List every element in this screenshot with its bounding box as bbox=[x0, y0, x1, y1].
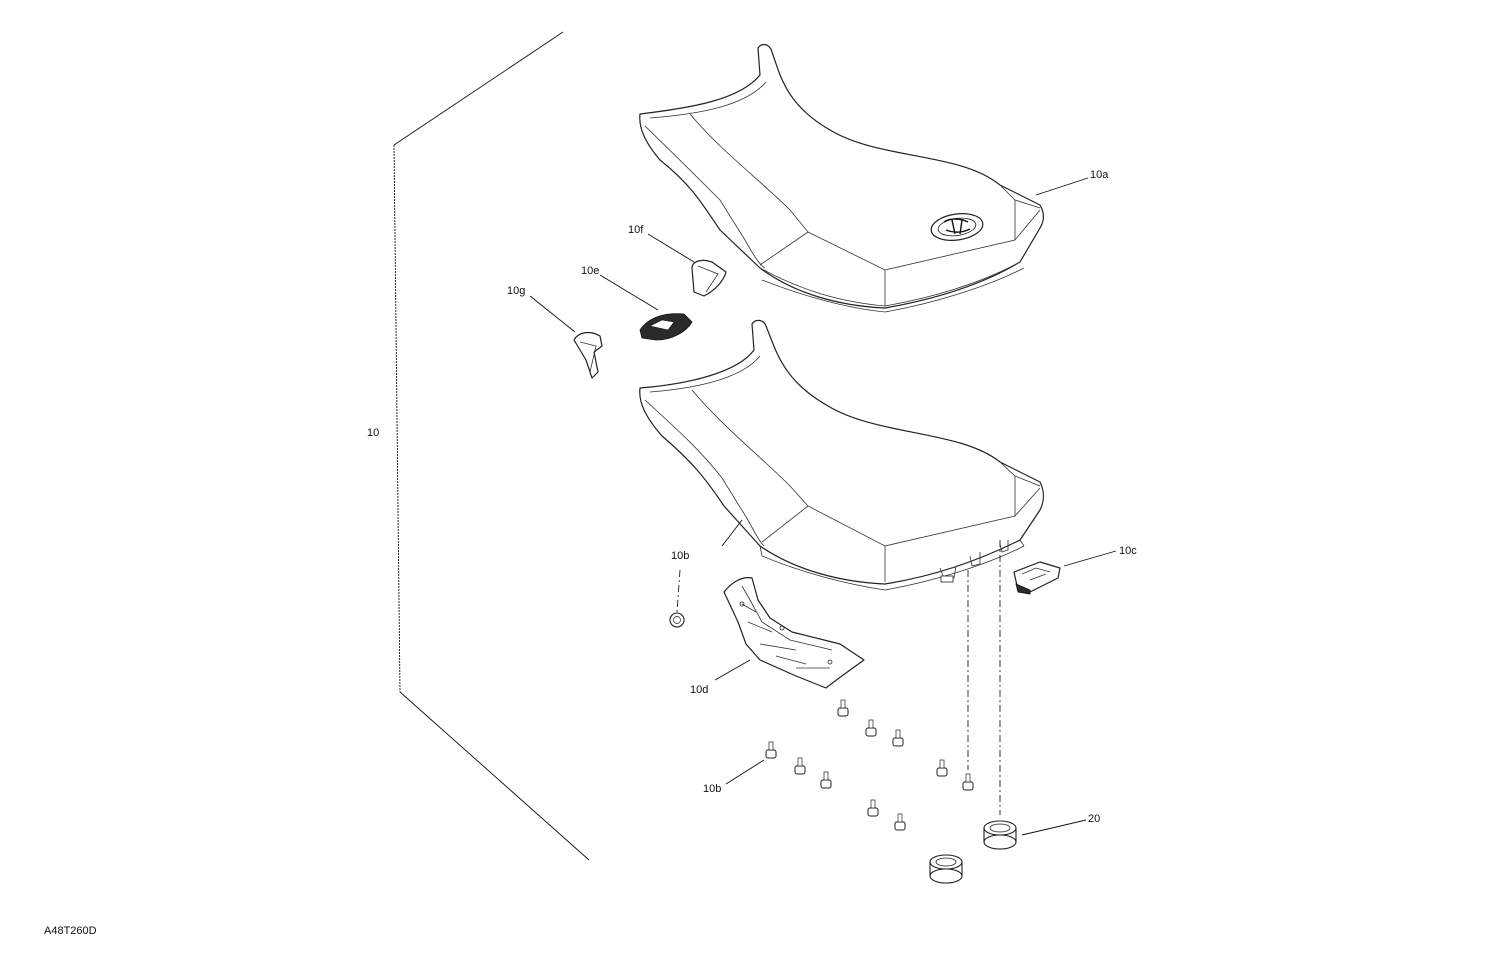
brand-logo bbox=[930, 213, 984, 241]
callout-10b-upper: 10b bbox=[671, 550, 689, 562]
callout-20: 20 bbox=[1088, 813, 1100, 825]
rivet-upper bbox=[669, 569, 685, 628]
latch bbox=[1013, 561, 1061, 595]
callout-10b-lower: 10b bbox=[703, 783, 721, 795]
callout-10e: 10e bbox=[581, 265, 599, 277]
drawing-code: A48T260D bbox=[44, 925, 97, 937]
guide-lines bbox=[967, 540, 1001, 815]
fasteners bbox=[765, 699, 974, 831]
callout-10f: 10f bbox=[628, 224, 644, 236]
bumper-right bbox=[983, 820, 1017, 850]
pin bbox=[820, 771, 832, 789]
pin bbox=[865, 719, 877, 737]
bumper-left bbox=[929, 854, 963, 884]
pin bbox=[892, 729, 904, 747]
assembly-bracket bbox=[393, 31, 590, 861]
pin bbox=[765, 741, 777, 759]
callout-10a: 10a bbox=[1090, 169, 1109, 181]
callout-10c: 10c bbox=[1119, 545, 1137, 557]
pin bbox=[962, 773, 974, 791]
pin bbox=[936, 759, 948, 777]
callout-10d: 10d bbox=[690, 684, 708, 696]
clip-10e bbox=[639, 313, 693, 341]
clip-10f bbox=[691, 259, 727, 297]
pin bbox=[794, 757, 806, 775]
seat-assembly bbox=[639, 319, 1044, 591]
leader-lines bbox=[529, 177, 1117, 836]
clip-10g bbox=[573, 331, 603, 379]
seat-base-pad bbox=[723, 577, 865, 689]
pin bbox=[837, 699, 849, 717]
pin bbox=[867, 799, 879, 817]
pin bbox=[894, 813, 906, 831]
callout-10g: 10g bbox=[507, 285, 525, 297]
upper-seat-cover bbox=[639, 43, 1044, 313]
callout-10: 10 bbox=[367, 427, 379, 439]
